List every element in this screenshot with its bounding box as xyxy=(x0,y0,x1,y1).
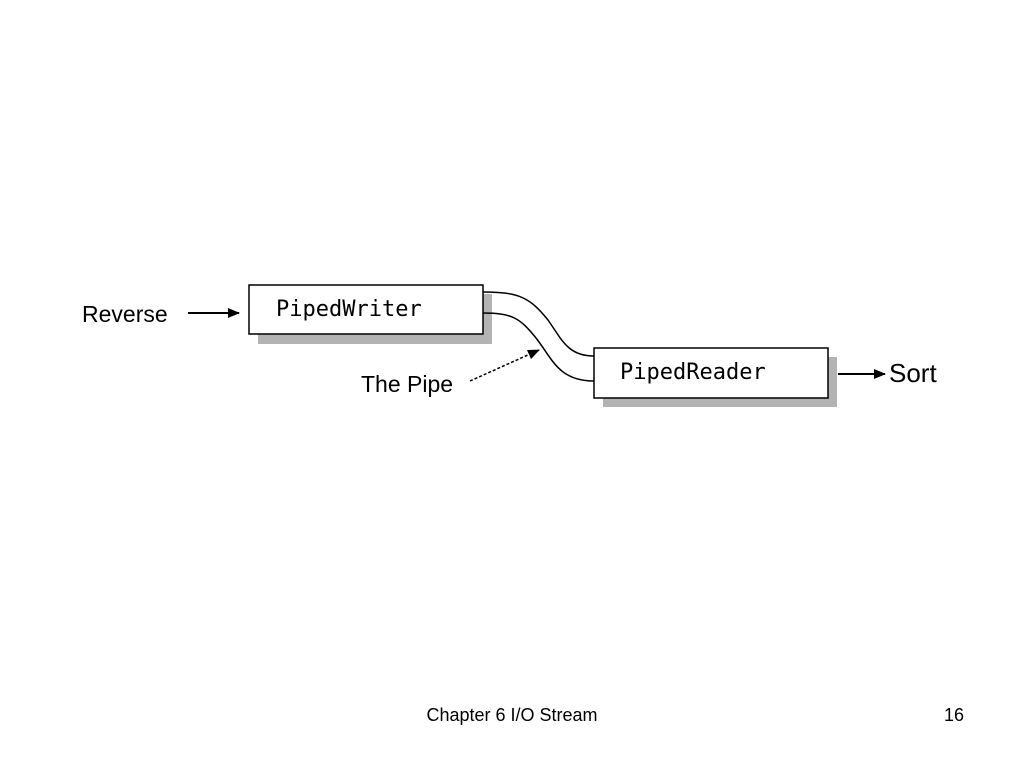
pipe-lower-line xyxy=(482,312,595,382)
slide-page-number: 16 xyxy=(943,705,964,725)
reverse-label: Reverse xyxy=(82,301,168,327)
slide-footer-title: Chapter 6 I/O Stream xyxy=(426,705,598,725)
the-pipe-label: The Pipe xyxy=(361,371,453,397)
piped-reader-frame xyxy=(593,347,829,399)
piped-writer-label: PipedWriter xyxy=(276,297,422,322)
piped-reader-box: PipedReader xyxy=(593,347,837,407)
pipe-upper-line xyxy=(482,291,595,357)
pipe-pointer-arrow xyxy=(469,349,540,382)
piped-reader-label: PipedReader xyxy=(620,360,766,385)
piped-writer-box: PipedWriter xyxy=(248,284,492,344)
sort-label: Sort xyxy=(889,358,937,388)
piped-writer-frame xyxy=(248,284,484,335)
